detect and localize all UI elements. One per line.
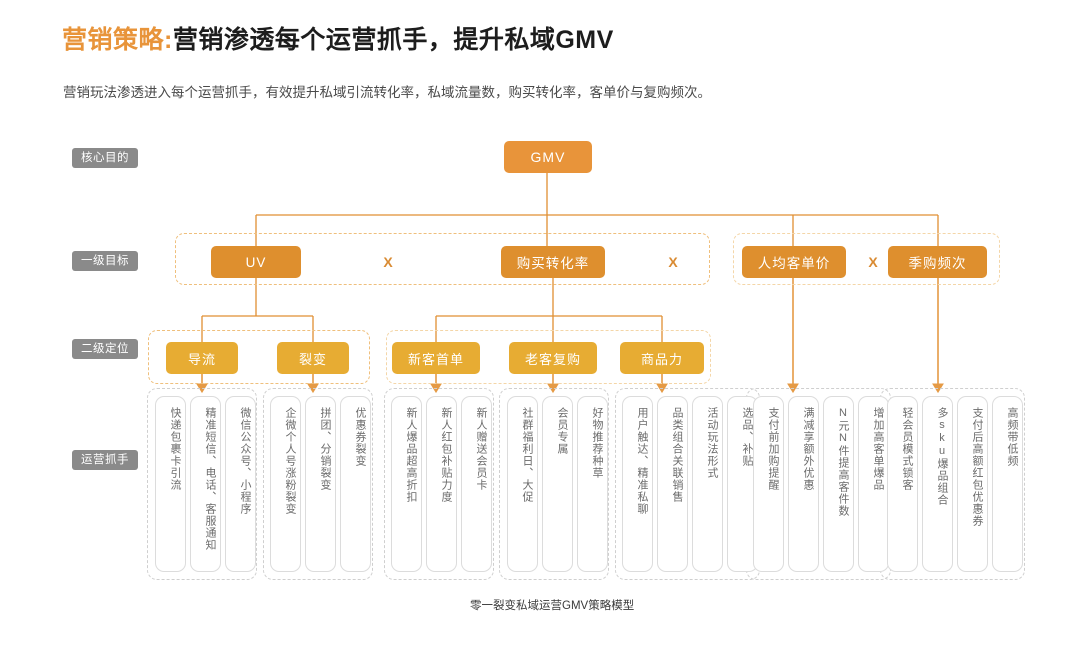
page-title-main: 营销渗透每个运营抓手，提升私域GMV	[172, 26, 614, 54]
tactic-group-frame-2	[384, 388, 494, 580]
tactic-chip[interactable]: 拼团、分销裂变	[305, 396, 336, 572]
tactic-chip[interactable]: 新人赠送会员卡	[461, 396, 492, 572]
tactic-chip[interactable]: 社群福利日、大促	[507, 396, 538, 572]
tactic-chip[interactable]: 微信公众号、小程序	[225, 396, 256, 572]
tactic-chip[interactable]: 支付后高额红包优惠券	[957, 396, 988, 572]
row-label-secondary: 二级定位	[72, 339, 138, 359]
node-uv[interactable]: UV	[211, 246, 301, 278]
multiplier-3: X	[868, 254, 878, 270]
tactic-group-frame-0	[147, 388, 257, 580]
tactic-chip[interactable]: 企微个人号涨粉裂变	[270, 396, 301, 572]
page-title-accent: 营销策略:	[62, 26, 173, 54]
row-label-core-goal: 核心目的	[72, 148, 138, 168]
tactic-chip[interactable]: 快递包裹卡引流	[155, 396, 186, 572]
page-title: 营销策略:营销渗透每个运营抓手，提升私域GMV	[62, 20, 614, 56]
tactic-chip[interactable]: 轻会员模式锁客	[887, 396, 918, 572]
tactic-chip[interactable]: 高频带低频	[992, 396, 1023, 572]
row-label-tactics: 运营抓手	[72, 450, 138, 470]
node-traffic-guide[interactable]: 导流	[166, 342, 238, 374]
tactic-chip[interactable]: 品类组合关联销售	[657, 396, 688, 572]
node-gmv[interactable]: GMV	[504, 141, 592, 173]
node-avg-order-value[interactable]: 人均客单价	[742, 246, 846, 278]
tactic-chip[interactable]: N元N件提高客件数	[823, 396, 854, 572]
tactic-chip[interactable]: 活动玩法形式	[692, 396, 723, 572]
tactic-chip[interactable]: 好物推荐种草	[577, 396, 608, 572]
tactic-chip[interactable]: 增加高客单爆品	[858, 396, 889, 572]
node-purchase-conversion[interactable]: 购买转化率	[501, 246, 605, 278]
connector-lines	[196, 173, 944, 394]
page-subtitle: 营销玩法渗透进入每个运营抓手，有效提升私域引流转化率，私域流量数，购买转化率，客…	[63, 85, 711, 100]
level2-frame-conversion	[386, 330, 711, 384]
tactic-chip[interactable]: 支付前加购提醒	[753, 396, 784, 572]
row-label-primary-goal: 一级目标	[72, 251, 138, 271]
tactic-chip[interactable]: 会员专属	[542, 396, 573, 572]
node-quarterly-frequency[interactable]: 季购频次	[888, 246, 987, 278]
multiplier-2: X	[668, 254, 678, 270]
tactic-group-frame-1	[263, 388, 373, 580]
node-new-first-order[interactable]: 新客首单	[392, 342, 480, 374]
node-repeat-purchase[interactable]: 老客复购	[509, 342, 597, 374]
node-product-power[interactable]: 商品力	[620, 342, 704, 374]
tactic-chip[interactable]: 满减享额外优惠	[788, 396, 819, 572]
tactic-group-frame-3	[499, 388, 609, 580]
tactic-chip[interactable]: 精准短信、电话、客服通知	[190, 396, 221, 572]
node-fission[interactable]: 裂变	[277, 342, 349, 374]
tactic-chip[interactable]: 多sku爆品组合	[922, 396, 953, 572]
tactic-chip[interactable]: 优惠券裂变	[340, 396, 371, 572]
tactic-chip[interactable]: 新人红包补贴力度	[426, 396, 457, 572]
figure-caption: 零一裂变私域运营GMV策略模型	[470, 600, 635, 612]
strategy-diagram: 核心目的 一级目标 二级定位 运营抓手 GMV UV X 购买转化率 X 人均客…	[0, 120, 1080, 620]
tactic-chip[interactable]: 用户触达、精准私聊	[622, 396, 653, 572]
level1-frame-left	[175, 233, 710, 285]
level1-frame-right	[733, 233, 1000, 285]
multiplier-1: X	[383, 254, 393, 270]
tactic-chip[interactable]: 新人爆品超高折扣	[391, 396, 422, 572]
tactic-chip[interactable]: 选品、补贴	[727, 396, 758, 572]
level2-frame-traffic	[148, 330, 370, 384]
